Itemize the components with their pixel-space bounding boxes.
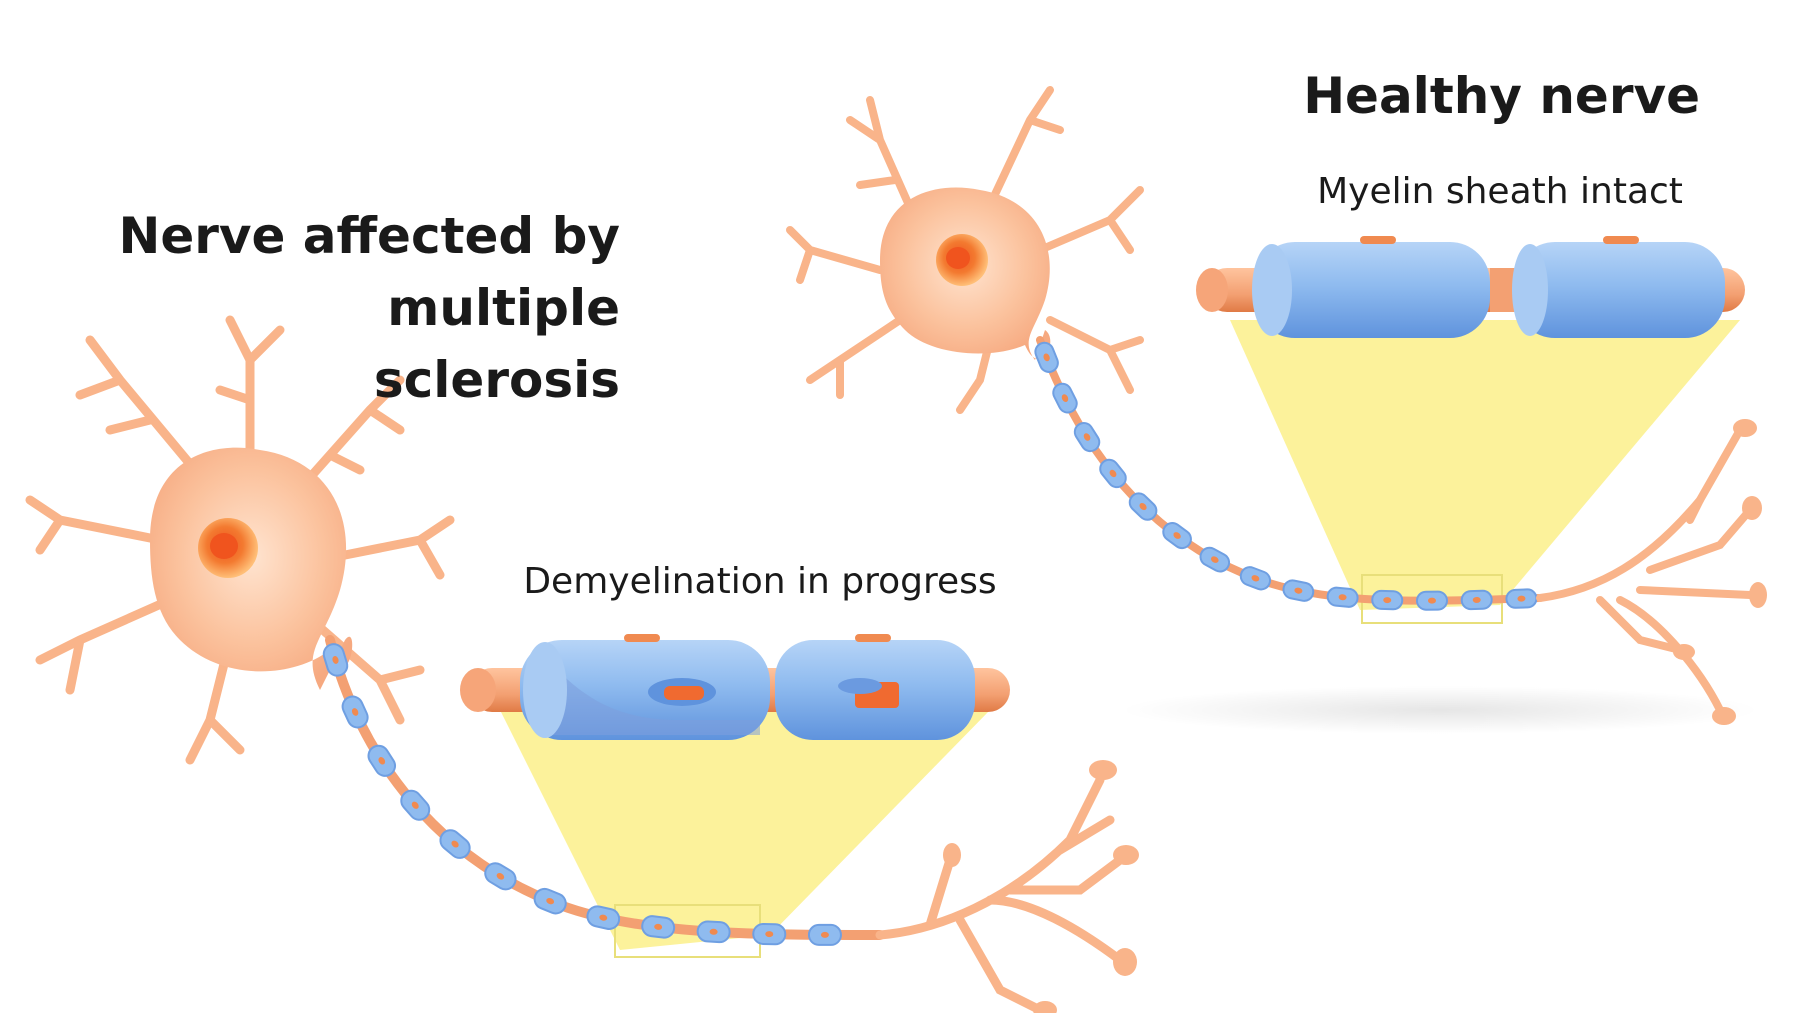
healthy-axon-cylinder	[1196, 236, 1745, 338]
healthy-myelin-segment	[1505, 588, 1538, 609]
ms-myelin-segments	[322, 643, 842, 946]
floor-shadow	[1120, 686, 1760, 734]
healthy-nucleus-core	[946, 247, 970, 269]
healthy-terminal-knobs	[1673, 419, 1767, 725]
ms-myelin-segment	[533, 887, 567, 915]
ms-myelin-segment	[696, 920, 731, 944]
ms-myelin-segment	[484, 862, 517, 891]
healthy-myelin-segments	[1034, 341, 1538, 611]
ms-myelin-segment	[752, 922, 787, 946]
ms-neuron	[25, 315, 1139, 1013]
healthy-neuron	[786, 86, 1767, 725]
ms-nerve-title: Nerve affected by multiple sclerosis	[60, 200, 620, 416]
healthy-myelin-segment	[1199, 546, 1231, 573]
ms-dendrites	[25, 315, 455, 765]
ms-myelin-segment	[322, 643, 349, 677]
ms-title-line-1: Nerve affected by	[118, 207, 620, 265]
healthy-myelin-segment	[1099, 458, 1127, 489]
ms-cell-body	[150, 447, 353, 690]
ms-title-line-2: multiple	[387, 279, 620, 337]
healthy-dendrites	[786, 86, 1144, 414]
healthy-myelin-segment	[1371, 589, 1404, 611]
healthy-myelin-segment	[1052, 382, 1078, 414]
ms-myelin-segment	[367, 744, 397, 777]
ms-myelin-segment	[341, 695, 369, 729]
ms-zoom-cone	[500, 710, 990, 950]
ms-title-line-3: sclerosis	[373, 351, 620, 409]
healthy-myelin-segment	[1162, 521, 1192, 550]
ms-myelin-segment	[641, 915, 676, 939]
healthy-myelin-segment	[1034, 341, 1059, 373]
healthy-myelin-segment	[1326, 586, 1359, 608]
healthy-myelin-segment	[1073, 421, 1101, 453]
healthy-nerve-title: Healthy nerve	[1303, 67, 1700, 125]
healthy-myelin-segment	[1239, 566, 1272, 591]
ms-terminal-knobs	[943, 760, 1139, 1013]
healthy-myelin-segment	[1415, 590, 1448, 611]
ms-myelin-segment	[807, 923, 842, 946]
ms-axon-cylinder	[460, 634, 1010, 740]
healthy-zoom-cone	[1230, 320, 1740, 610]
healthy-myelin-segment	[1282, 579, 1315, 602]
demyelination-caption: Demyelination in progress	[523, 561, 997, 602]
healthy-myelin-segment	[1460, 589, 1493, 611]
ms-myelin-segment	[586, 905, 621, 930]
ms-nucleus-core	[210, 533, 238, 559]
ms-axon-terminal	[875, 775, 1125, 1013]
healthy-myelin-segment	[1128, 492, 1158, 521]
myelin-intact-caption: Myelin sheath intact	[1317, 171, 1683, 212]
ms-myelin-segment	[400, 789, 431, 821]
